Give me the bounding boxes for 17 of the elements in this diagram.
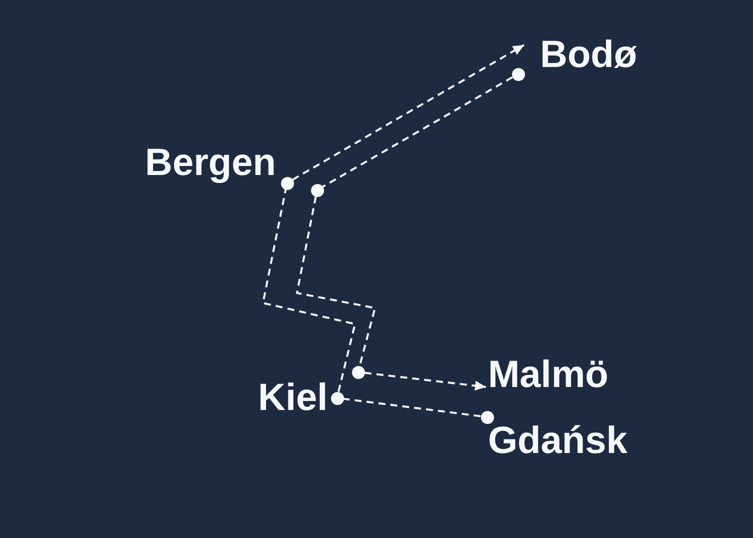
stop-dot [310, 184, 324, 196]
stop-dot [480, 410, 494, 424]
route-arrow [364, 372, 486, 391]
stop-dot [352, 366, 364, 378]
city-label: Gdańsk [488, 422, 628, 460]
route-arrow [292, 44, 524, 181]
route-line [343, 398, 481, 418]
route-line [262, 189, 356, 392]
stop-dot [512, 68, 524, 80]
city-label: Bergen [145, 144, 276, 182]
stop-dot [280, 176, 294, 190]
city-label: Malmö [488, 356, 608, 394]
city-label: Bodø [540, 36, 638, 74]
stop-dot [330, 392, 344, 404]
city-label: Kiel [258, 379, 328, 417]
route-line [296, 196, 376, 366]
route-line [322, 76, 513, 188]
